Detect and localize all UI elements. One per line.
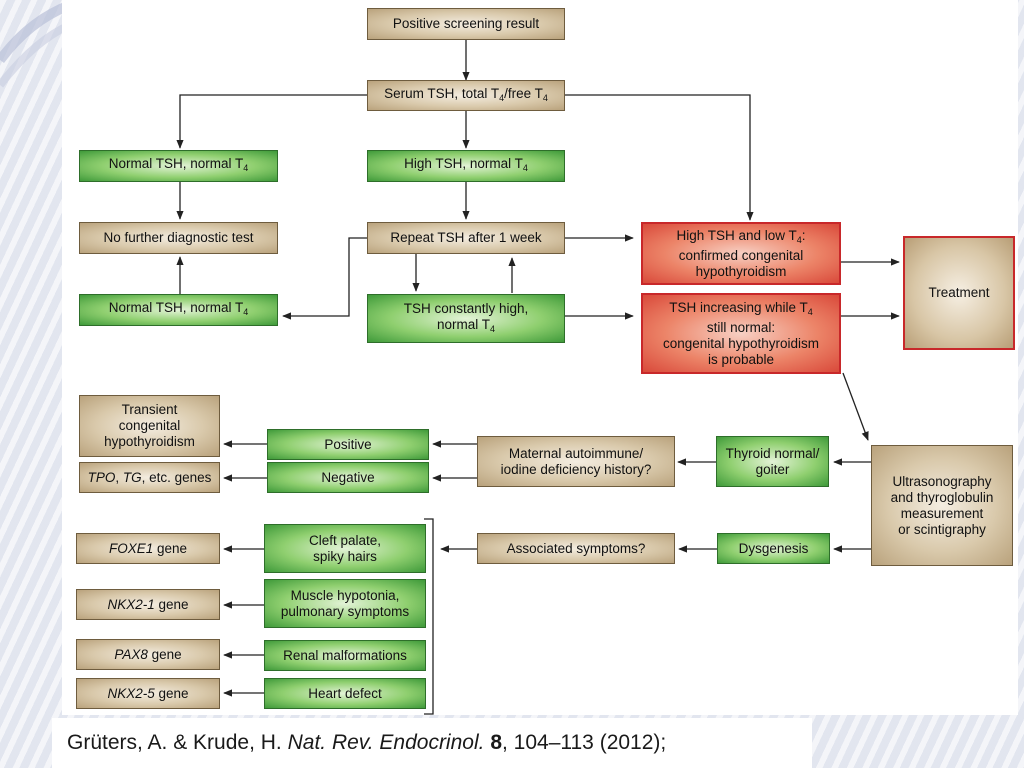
thyroid-normal-goiter-box: Thyroid normal/goiter [716,436,829,487]
nkx2-1-gene-box: NKX2-1 gene [76,589,220,620]
maternal-history-box: Maternal autoimmune/iodine deficiency hi… [477,436,675,487]
renal-malformations-box: Renal malformations [264,640,426,671]
dysgenesis-box: Dysgenesis [717,533,830,564]
citation-authors: Grüters, A. & Krude, H. [67,731,288,754]
normal-tsh-bottom-box: Normal TSH, normal T4 [79,294,278,326]
positive-box: Positive [267,429,429,460]
nkx2-5-gene-box: NKX2-5 gene [76,678,220,709]
citation-volume: 8 [490,731,502,754]
treatment-box: Treatment [903,236,1015,350]
foxe1-gene-box: FOXE1 gene [76,533,220,564]
confirmed-hypothyroidism-box: High TSH and low T4:confirmed congenital… [641,222,841,285]
pax8-gene-box: PAX8 gene [76,639,220,670]
serum-tsh-box: Serum TSH, total T4/free T4 [367,80,565,111]
associated-symptoms-box: Associated symptoms? [477,533,675,564]
high-tsh-normal-box: High TSH, normal T4 [367,150,565,182]
muscle-hypotonia-box: Muscle hypotonia,pulmonary symptoms [264,579,426,628]
positive-screening-box: Positive screening result [367,8,565,40]
cleft-palate-box: Cleft palate,spiky hairs [264,524,426,573]
tsh-constantly-high-box: TSH constantly high,normal T4 [367,294,565,343]
normal-tsh-top-box: Normal TSH, normal T4 [79,150,278,182]
heart-defect-box: Heart defect [264,678,426,709]
citation-journal: Nat. Rev. Endocrinol. [287,731,485,754]
no-further-test-box: No further diagnostic test [79,222,278,254]
negative-box: Negative [267,462,429,493]
tpo-tg-genes-box: TPO, TG, etc. genes [79,462,220,493]
citation-pages: , 104–113 (2012); [502,731,667,754]
citation: Grüters, A. & Krude, H. Nat. Rev. Endocr… [52,718,812,768]
repeat-tsh-box: Repeat TSH after 1 week [367,222,565,254]
figure-panel [62,0,1018,715]
